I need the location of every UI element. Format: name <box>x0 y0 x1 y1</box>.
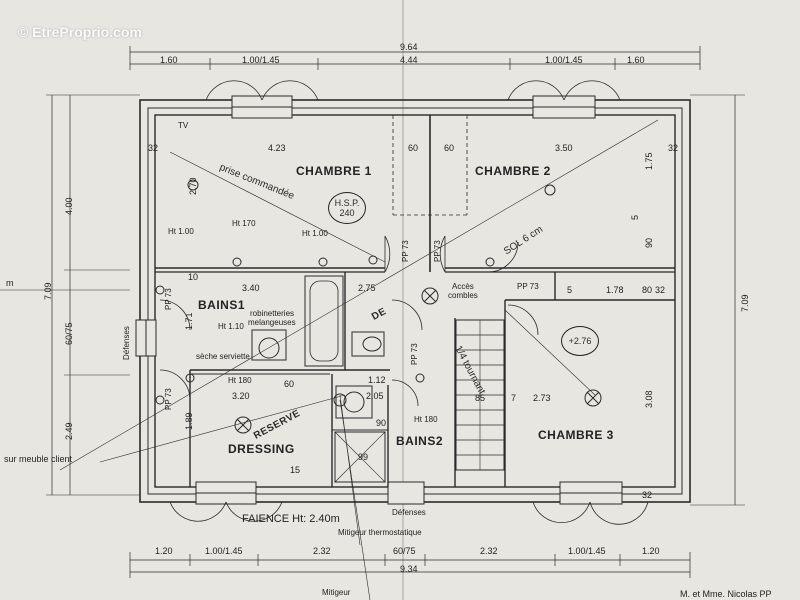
room-bains-2: BAINS2 <box>396 434 444 448</box>
dim-top-seg2: 1.00/1.45 <box>242 55 280 65</box>
room-chambre-1: CHAMBRE 1 <box>296 164 372 178</box>
defenses-bottom-label: Défenses <box>392 508 426 517</box>
watermark: © EtreProprio.com <box>18 24 142 40</box>
dim-bottom-seg7: 1.20 <box>642 546 660 556</box>
seche-label: sèche serviette <box>196 352 250 361</box>
combles-label: combles <box>448 291 478 300</box>
dim-32b: 32 <box>668 143 679 153</box>
dim-corridor: 2.75 <box>358 283 376 293</box>
mitigeur-label: Mitigeur <box>322 588 351 597</box>
dim-left-upper: 4.00 <box>64 197 74 215</box>
dim-top-seg3: 1.00/1.45 <box>545 55 583 65</box>
hsp-value: 240 <box>339 208 355 218</box>
dim-32d: 32 <box>642 490 653 500</box>
dim-c2-width: 3.50 <box>555 143 573 153</box>
dim-85: 85 <box>475 393 486 403</box>
dim-c3-w1: 1.78 <box>606 285 624 295</box>
dim-60: 60 <box>284 379 295 389</box>
ht180b-label: Ht 180 <box>414 415 438 424</box>
pp73b-label: PP 73 <box>433 240 442 262</box>
ht100b-label: Ht 1.00 <box>302 229 328 238</box>
room-chambre-2: CHAMBRE 2 <box>475 164 551 178</box>
dim-wall-b: 60 <box>444 143 455 153</box>
level-badge: +2.76 <box>561 326 599 356</box>
dim-left-total: 7.09 <box>43 282 53 300</box>
dim-right-total: 7.09 <box>740 294 750 312</box>
melangeuses-label: melangeuses <box>248 318 296 327</box>
ht170-label: Ht 170 <box>232 219 256 228</box>
dim-15: 15 <box>290 465 301 475</box>
dim-left-c: 1.89 <box>184 412 194 430</box>
dim-80: 80 <box>642 285 653 295</box>
pp73f-label: PP 73 <box>517 282 539 291</box>
dim-left-a: 2.70 <box>188 177 198 195</box>
room-chambre-3: CHAMBRE 3 <box>538 428 614 442</box>
dim-7: 7 <box>511 393 517 403</box>
dim-b1-width: 3.40 <box>242 283 260 293</box>
dim-left-b: 1.71 <box>184 312 194 330</box>
dim-right-c: 90 <box>644 237 654 248</box>
dim-c1-width: 4.23 <box>268 143 286 153</box>
dim-c3-w2: 2.73 <box>533 393 551 403</box>
dim-bottom-seg5: 2.32 <box>480 546 498 556</box>
pp73c-label: PP 73 <box>164 288 173 310</box>
dim-left-lower: 2.49 <box>64 422 74 440</box>
ht100a-label: Ht 1.00 <box>168 227 194 236</box>
dim-bottom-seg1: 1.20 <box>155 546 173 556</box>
dim-bottom-seg3: 2.32 <box>313 546 331 556</box>
defenses-left-label: Défenses <box>122 326 131 360</box>
dim-top-seg4: 1.60 <box>627 55 645 65</box>
dim-bottom-total: 9.34 <box>400 564 418 574</box>
dim-32c: 32 <box>655 285 666 295</box>
dim-bottom-seg6: 1.00/1.45 <box>568 546 606 556</box>
dim-205: 2.05 <box>366 391 384 401</box>
dim-right-d: 3.08 <box>644 390 654 408</box>
sur-meuble-label: sur meuble client <box>4 454 73 464</box>
pp73d-label: PP 73 <box>164 388 173 410</box>
dim-top-seg1: 1.60 <box>160 55 178 65</box>
room-bains-1: BAINS1 <box>198 298 246 312</box>
dim-top-total-outer: 9.64 <box>400 42 418 52</box>
dim-dressing-w: 3.20 <box>232 391 250 401</box>
dim-112: 1.12 <box>368 375 386 385</box>
dim-bottom-seg4: 60/75 <box>393 546 416 556</box>
tv-label: TV <box>178 121 189 130</box>
dim-32a: 32 <box>148 143 159 153</box>
dim-5: 5 <box>567 285 573 295</box>
ht110-label: Ht 1.10 <box>218 322 244 331</box>
hsp-label: H.S.P. <box>334 198 360 208</box>
dim-bottom-seg2: 1.00/1.45 <box>205 546 243 556</box>
room-dressing: DRESSING <box>228 442 295 456</box>
mitigeur-thermo-label: Mitigeur thermostatique <box>338 528 422 537</box>
dim-left-mid: 60/75 <box>64 322 74 345</box>
dim-10: 10 <box>188 272 199 282</box>
acces-label: Accès <box>452 282 474 291</box>
faience-label: FAIENCE Ht: 2.40m <box>242 513 340 525</box>
dim-90: 90 <box>376 418 387 428</box>
pp73e-label: PP 73 <box>410 343 419 365</box>
dim-top-total-inner: 4.44 <box>400 55 418 65</box>
dim-wall-a: 60 <box>408 143 419 153</box>
ht180a-label: Ht 180 <box>228 376 252 385</box>
pp73a-label: PP 73 <box>401 240 410 262</box>
robinetteries-label: robinetteries <box>250 309 295 318</box>
dim-99: 99 <box>358 452 369 462</box>
hsp-badge: H.S.P. 240 <box>328 192 366 224</box>
dim-right-b: 5 <box>630 214 640 220</box>
m-label: m <box>6 278 14 288</box>
owner-label: M. et Mme. Nicolas PP <box>680 589 772 599</box>
dim-right-a: 1.75 <box>644 152 654 170</box>
